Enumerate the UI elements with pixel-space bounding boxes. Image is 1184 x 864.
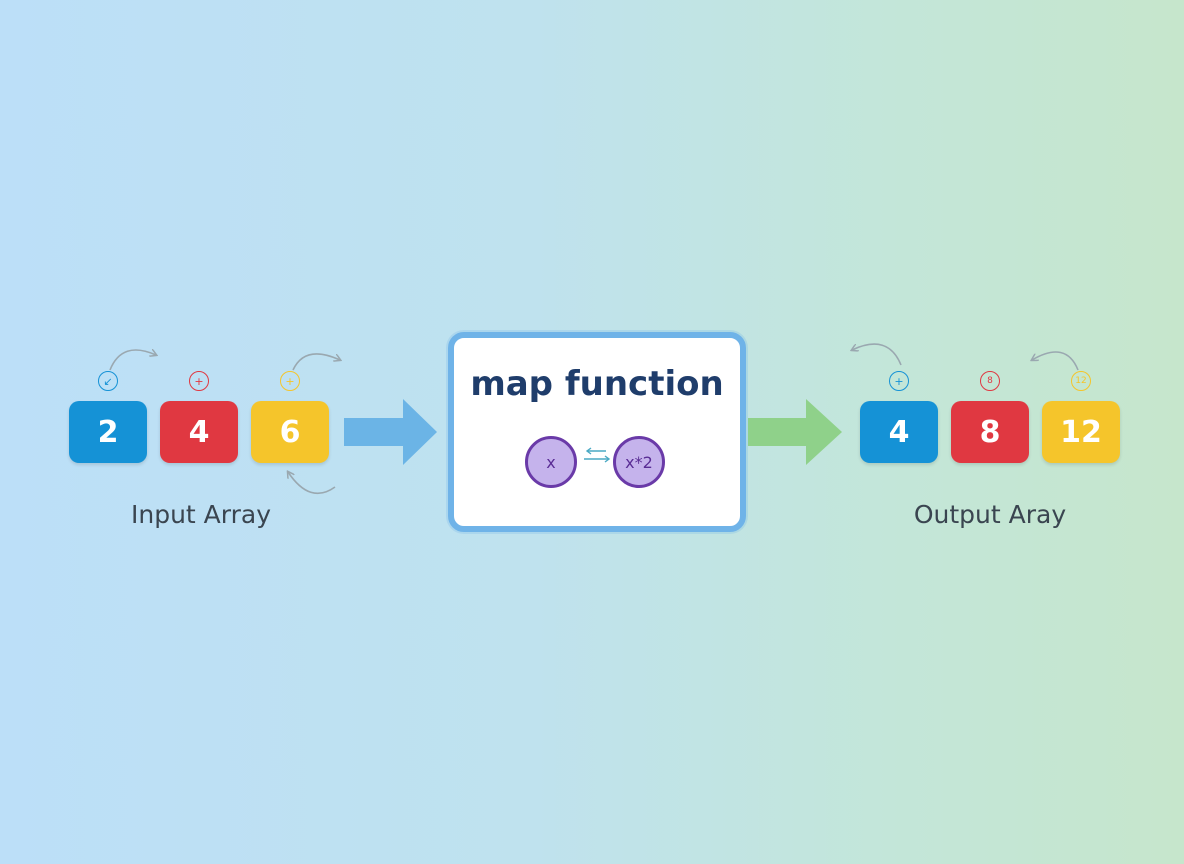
- curved-arrow-icon: [1032, 351, 1079, 371]
- output-badge-icon: 8: [980, 371, 1000, 391]
- map-function-box: map function x x*2: [448, 332, 746, 532]
- input-badge-icon: ↙: [98, 371, 118, 391]
- output-flow-arrow-icon: [748, 399, 842, 465]
- curved-arrow-icon: [109, 350, 156, 371]
- output-badge-icon: 12: [1071, 371, 1091, 391]
- input-array-label: Input Array: [130, 500, 271, 529]
- input-badge-icon: +: [280, 371, 300, 391]
- input-badge-icon: +: [189, 371, 209, 391]
- curved-arrow-icon: [292, 353, 340, 371]
- map-function-title: map function: [470, 364, 724, 404]
- output-cell: 4: [860, 401, 938, 463]
- output-cell: 12: [1042, 401, 1120, 463]
- output-cell: 8: [951, 401, 1029, 463]
- curved-arrow-icon: [852, 343, 902, 366]
- input-cell: 2: [69, 401, 147, 463]
- output-badge-icon: +: [889, 371, 909, 391]
- input-node: x: [525, 436, 577, 488]
- input-flow-arrow-icon: [344, 399, 437, 465]
- output-array-label: Output Aray: [913, 500, 1067, 529]
- input-cell: 4: [160, 401, 238, 463]
- transform-arrows-icon: [584, 447, 611, 463]
- output-node: x*2: [613, 436, 665, 488]
- input-cell: 6: [251, 401, 329, 463]
- curved-arrow-icon: [288, 472, 336, 495]
